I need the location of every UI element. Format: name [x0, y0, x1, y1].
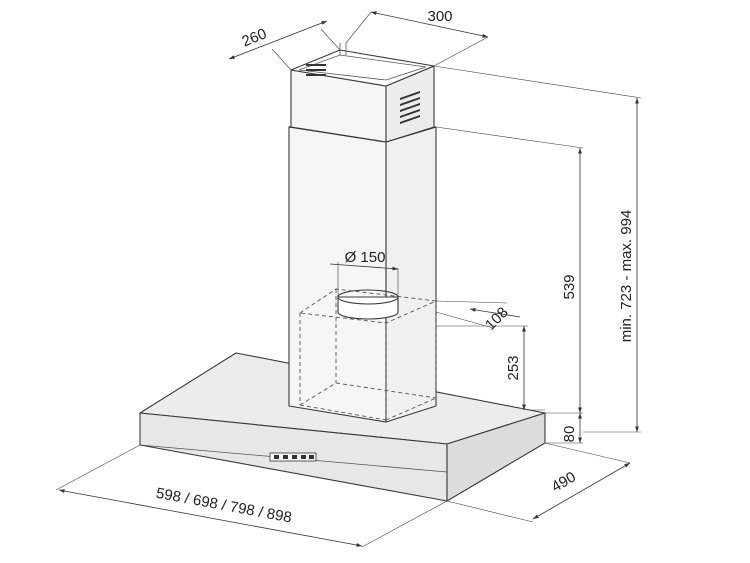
- dim-hood-thickness-label: 80: [561, 426, 578, 443]
- dim-chimney-height: 539: [435, 126, 584, 414]
- control-button: [309, 455, 314, 459]
- dim-overall-height: min. 723 - max. 994: [433, 65, 642, 433]
- control-button: [283, 455, 288, 459]
- dim-chimney-width: 300: [345, 8, 489, 67]
- dim-inner-height: 253: [436, 325, 545, 411]
- control-button: [292, 455, 297, 459]
- control-panel: [269, 452, 317, 462]
- dim-outlet-offset-label: 108: [482, 304, 512, 334]
- dim-inner-height-label: 253: [505, 355, 522, 380]
- dim-chimney-height-label: 539: [561, 274, 578, 299]
- chimney: [288, 43, 437, 423]
- dim-hood-thickness: 80: [545, 413, 583, 444]
- dim-chimney-width-label: 300: [427, 8, 452, 25]
- dim-outlet-offset: 108: [435, 300, 521, 334]
- dim-chimney-depth-label: 260: [240, 25, 270, 50]
- dim-hood-depth-label: 490: [549, 468, 579, 495]
- lower-chimney-front: [288, 126, 387, 423]
- control-button: [301, 455, 306, 459]
- dim-duct-diameter: Ø 150: [329, 249, 399, 297]
- dim-duct-diameter-label: Ø 150: [345, 249, 386, 266]
- dim-chimney-depth: 260: [228, 20, 341, 71]
- vent-slots-side: [400, 91, 420, 124]
- dim-overall-height-label: min. 723 - max. 994: [618, 210, 635, 343]
- vent-slots-front: [306, 64, 326, 76]
- lower-chimney-side: [385, 126, 437, 423]
- control-button: [274, 455, 279, 459]
